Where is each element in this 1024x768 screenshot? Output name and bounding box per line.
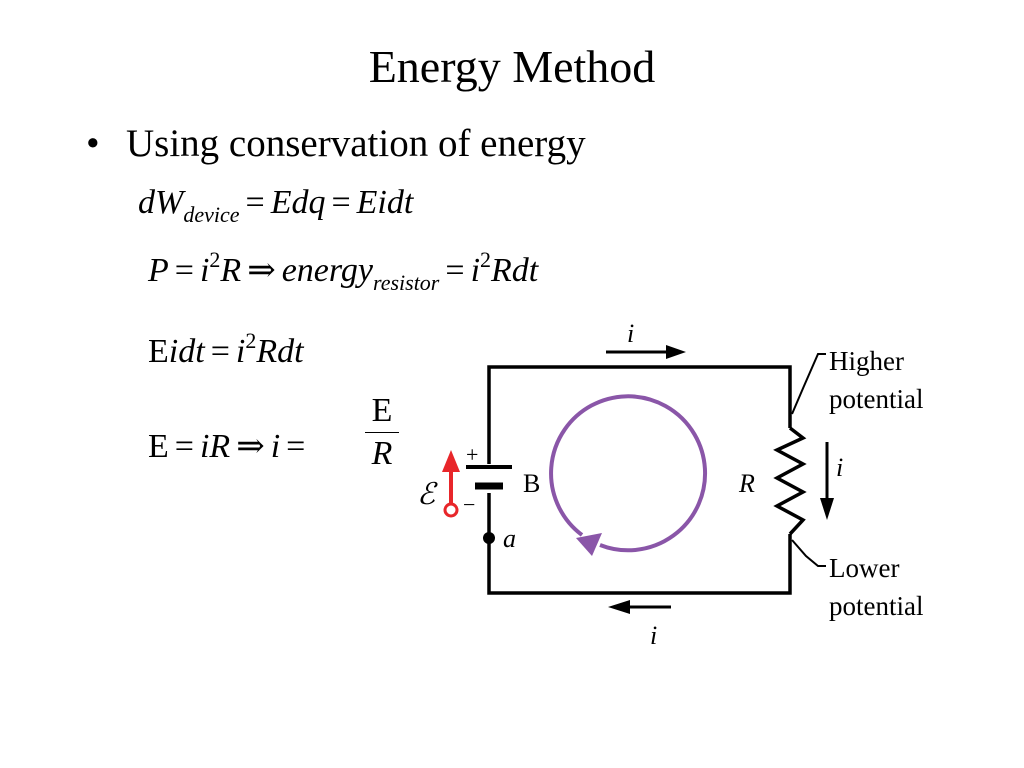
battery-minus-label: − — [463, 492, 475, 517]
eq2-current: i — [199, 252, 210, 289]
eq4-ir: iR — [199, 428, 231, 465]
eq2-rhs-exponent: 2 — [480, 247, 492, 272]
resistor-symbol — [773, 426, 807, 536]
emf-arrow-icon — [442, 450, 460, 518]
wire-top — [487, 365, 792, 464]
battery-plus-label: + — [466, 442, 478, 467]
eq1-middle: Edq — [270, 184, 326, 221]
eq3-equals: = — [210, 333, 230, 370]
eq2-equals: = — [174, 252, 194, 289]
eq4-implies: ⇒ — [236, 428, 265, 465]
eq2-subscript: resistor — [372, 270, 440, 295]
equation-power: P=i2R⇒energyresistor=i2Rdt — [148, 249, 539, 294]
lower-potential-leader — [791, 539, 826, 567]
eq4-current: i — [270, 428, 281, 465]
eq1-subscript: device — [183, 202, 240, 227]
bullet-item: • Using conservation of energy — [86, 124, 586, 163]
eq2-energy: energy — [281, 252, 373, 289]
eq4-equals: = — [174, 428, 194, 465]
loop-direction-arrow-icon — [549, 394, 708, 556]
eq1-equals-2: = — [331, 184, 351, 221]
current-label-right: i — [836, 453, 843, 482]
eq1-lhs: dW — [138, 184, 184, 221]
eq1-rhs: Eidt — [356, 184, 414, 221]
eq2-power: P — [148, 252, 169, 289]
bullet-dot-icon: • — [86, 122, 100, 165]
eq3-current: i — [235, 333, 246, 370]
higher-potential-line2: potential — [829, 384, 923, 414]
resistor-label: R — [738, 469, 755, 498]
eq2-resistance: R — [220, 252, 242, 289]
eq3-emf: E — [148, 333, 169, 370]
equation-work: dWdevice=Edq=Eidt — [138, 184, 414, 226]
eq2-rhs-rest: Rdt — [491, 252, 539, 289]
battery-label: B — [523, 469, 540, 498]
current-arrow-right-icon — [820, 442, 834, 520]
lower-potential-line2: potential — [829, 591, 923, 621]
equation-energy-balance: Eidt=i2Rdt — [148, 330, 304, 370]
eq2-equals-2: = — [445, 252, 465, 289]
eq3-exponent: 2 — [245, 328, 257, 353]
fraction-denominator: R — [371, 435, 393, 472]
eq2-exponent: 2 — [209, 247, 221, 272]
higher-potential-leader — [791, 353, 826, 415]
point-a-dot — [483, 532, 495, 544]
emf-symbol: ℰ — [417, 478, 438, 511]
slide-title: Energy Method — [368, 41, 656, 92]
fraction-numerator: E — [371, 392, 393, 429]
eq3-rest: Rdt — [256, 333, 304, 370]
fraction-emf-over-r: E R — [365, 394, 399, 471]
eq1-equals: = — [245, 184, 265, 221]
equation-current: E=iR⇒i= — [148, 430, 311, 464]
current-label-bottom: i — [650, 621, 657, 650]
wire-bottom — [487, 493, 792, 595]
higher-potential-line1: Higher — [829, 346, 904, 376]
eq3-idt: idt — [168, 333, 205, 370]
current-arrow-top-icon — [606, 345, 686, 359]
current-label-top: i — [627, 319, 634, 348]
fraction-bar — [365, 432, 399, 433]
point-a-label: a — [503, 524, 516, 553]
eq4-emf: E — [148, 428, 169, 465]
bullet-text: Using conservation of energy — [126, 122, 586, 165]
eq2-rhs-current: i — [470, 252, 481, 289]
eq4-equals-2: = — [286, 428, 306, 465]
current-arrow-bottom-icon — [608, 600, 671, 614]
battery-symbol — [466, 465, 512, 490]
lower-potential-line1: Lower — [829, 553, 899, 583]
eq2-implies: ⇒ — [247, 252, 276, 289]
